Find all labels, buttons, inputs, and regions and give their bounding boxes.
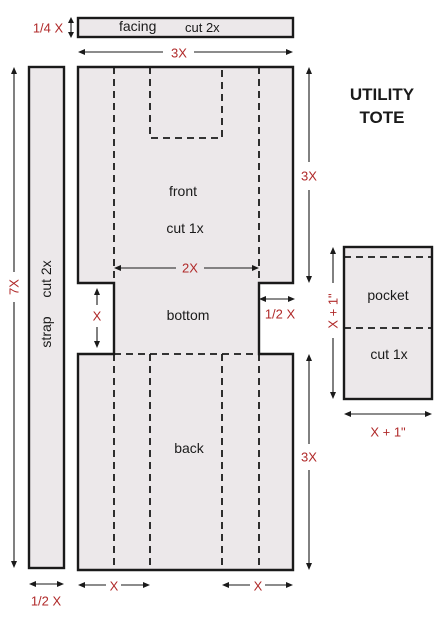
facing-label: facing [119,18,157,34]
front-label: front [168,183,198,199]
back-height-dim: 3X [301,449,317,465]
side-notch-dim: 1/2 X [264,306,296,322]
pocket-width-dim: X + 1" [370,424,406,440]
top-width-dim: 3X [171,45,187,61]
facing-piece [76,16,295,39]
pocket-label: pocket [367,287,409,303]
tote-body-piece [76,65,295,572]
strap-width-dim: 1/2 X [30,593,62,609]
dimension-lines [11,17,432,588]
back-label: back [174,440,204,456]
dashed-lines [113,67,432,570]
bottom-height-dim: X [92,308,102,324]
bottom-label: bottom [166,307,210,323]
pocket-height-dim: X + 1" [325,293,341,329]
front-height-dim: 3X [301,168,317,184]
strap-length-dim: 7X [6,279,22,295]
front-cut-label: cut 1x [166,220,204,236]
inner-width-dim: 2X [182,260,198,276]
title-line-1: UTILITY [349,85,415,104]
pocket-cut-label: cut 1x [370,346,408,362]
strap-cut-label: cut 2x [38,260,54,298]
strap-label: strap [38,316,54,348]
bottom-left-dim: X [109,578,119,594]
pocket-piece [342,245,434,401]
facing-height-dim: 1/4 X [32,20,64,36]
bottom-right-dim: X [253,578,263,594]
facing-cut-label: cut 2x [185,20,220,35]
diagram-title: UTILITY TOTE [340,84,424,130]
strap-piece [27,65,66,570]
title-line-2: TOTE [359,107,405,127]
